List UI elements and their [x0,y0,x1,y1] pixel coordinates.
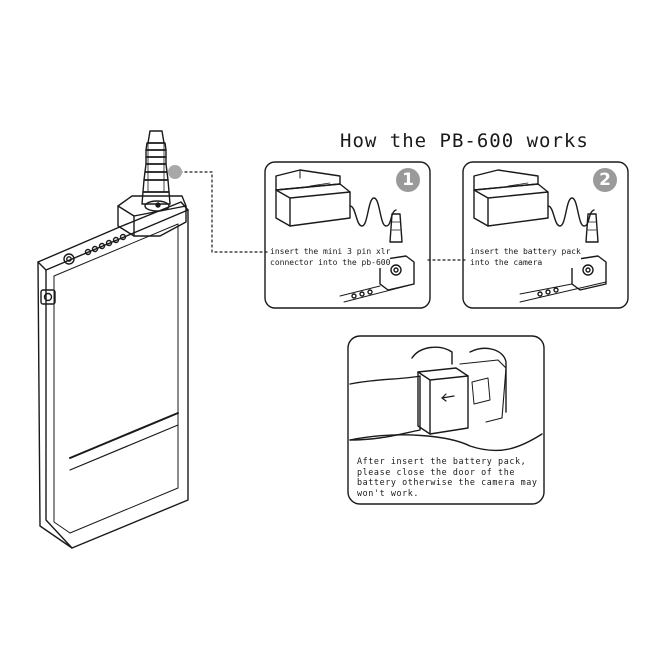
leader-lines [179,171,467,261]
battery-door-note: After insert the battery pack, please cl… [357,456,538,498]
connector-housing [117,195,187,237]
step-badge-2: 2 [593,168,617,192]
panel-step-1 [264,161,431,309]
pb600-battery-unit [37,201,189,549]
led-indicators [63,233,127,265]
panel-step-3 [347,335,545,505]
connector-marker [168,165,182,179]
xlr-plug [141,130,171,205]
panel-step-2 [462,161,629,309]
step-badge-1: 1 [396,168,420,192]
step-caption-1: insert the mini 3 pin xlr connector into… [270,246,391,268]
page-title: How the PB-600 works [340,130,589,152]
step-caption-2: insert the battery pack into the camera [470,246,581,268]
